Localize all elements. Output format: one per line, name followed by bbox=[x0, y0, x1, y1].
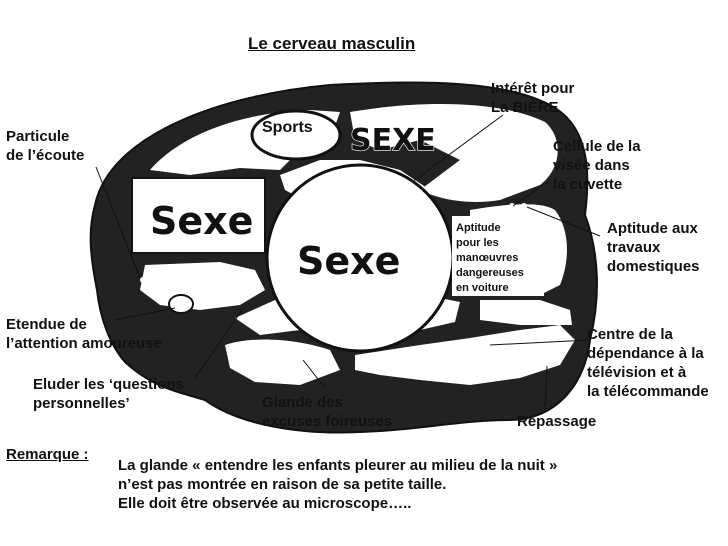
label-line: visée dans bbox=[553, 157, 630, 174]
label-line: Intérêt pour bbox=[491, 80, 575, 97]
region-label-sexe-left: Sexe bbox=[150, 199, 253, 243]
label-line: la cuvette bbox=[553, 176, 623, 193]
label-etendue: Etendue de l’attention amoureuse bbox=[6, 315, 162, 353]
dot-particule bbox=[140, 277, 146, 283]
dot-travaux bbox=[521, 203, 527, 209]
dot-cellule bbox=[509, 203, 515, 209]
label-line: excuses foireuses bbox=[262, 413, 393, 430]
label-line: la télécommande bbox=[587, 383, 709, 400]
label-line: Centre de la bbox=[587, 326, 673, 343]
label-glande: Glande des excuses foireuses bbox=[262, 393, 392, 431]
label-eluder: Eluder les ‘questions personnelles’ bbox=[33, 375, 184, 413]
label-line: Aptitude bbox=[456, 222, 501, 234]
label-repassage: Repassage bbox=[517, 413, 597, 430]
region-bottom-right bbox=[355, 325, 575, 385]
label-line: télévision et à bbox=[587, 364, 687, 381]
remark-line: La glande « entendre les enfants pleurer… bbox=[118, 457, 558, 474]
remark-line: n’est pas montrée en raison de sa petite… bbox=[118, 476, 447, 493]
label-line: pour les bbox=[456, 237, 499, 249]
label-line: dangereuses bbox=[456, 267, 524, 279]
label-line: Etendue de bbox=[6, 316, 87, 333]
label-line: l’attention amoureuse bbox=[6, 335, 162, 352]
label-aptitude-manoeuvres: Aptitude pour les manœuvres dangereuses … bbox=[456, 221, 524, 296]
label-line: travaux bbox=[607, 239, 661, 256]
label-interet: Intérêt pour La BIÈRE bbox=[491, 79, 574, 117]
label-line: La BIÈRE bbox=[491, 99, 559, 116]
remark-line: Elle doit être observée au microscope….. bbox=[118, 495, 412, 512]
remark-key: Remarque : bbox=[6, 446, 89, 463]
label-line: personnelles’ bbox=[33, 395, 130, 412]
page-title: Le cerveau masculin bbox=[248, 34, 416, 53]
region-sports bbox=[250, 109, 342, 161]
label-line: Aptitude aux bbox=[607, 220, 698, 237]
label-aptitude-travaux: Aptitude aux travaux domestiques bbox=[607, 219, 700, 276]
label-line: Cellule de la bbox=[553, 138, 641, 155]
label-centre: Centre de la dépendance à la télévision … bbox=[587, 325, 709, 401]
label-line: Eluder les ‘questions bbox=[33, 376, 184, 393]
label-line: en voiture bbox=[456, 282, 509, 294]
label-line: dépendance à la bbox=[587, 345, 704, 362]
region-label-sexe-top: SEXE bbox=[350, 123, 436, 158]
label-line: de l’écoute bbox=[6, 147, 85, 164]
label-cellule: Cellule de la visée dans la cuvette bbox=[553, 137, 641, 194]
region-label-sexe-center: Sexe bbox=[297, 239, 400, 283]
region-interet bbox=[350, 103, 558, 202]
region-bottom-left bbox=[225, 339, 340, 385]
label-line: Particule bbox=[6, 128, 70, 145]
region-aptitude-manoeuvres bbox=[452, 216, 544, 296]
label-line: manœuvres bbox=[456, 252, 519, 264]
label-line: Glande des bbox=[262, 394, 343, 411]
region-right-lower bbox=[480, 300, 572, 325]
remark-text: La glande « entendre les enfants pleurer… bbox=[118, 456, 557, 513]
region-label-sports: Sports bbox=[262, 119, 313, 136]
region-sexe-left bbox=[131, 177, 266, 254]
label-particule: Particule de l’écoute bbox=[6, 127, 84, 165]
region-etendue bbox=[168, 294, 194, 314]
label-line: domestiques bbox=[607, 258, 700, 275]
